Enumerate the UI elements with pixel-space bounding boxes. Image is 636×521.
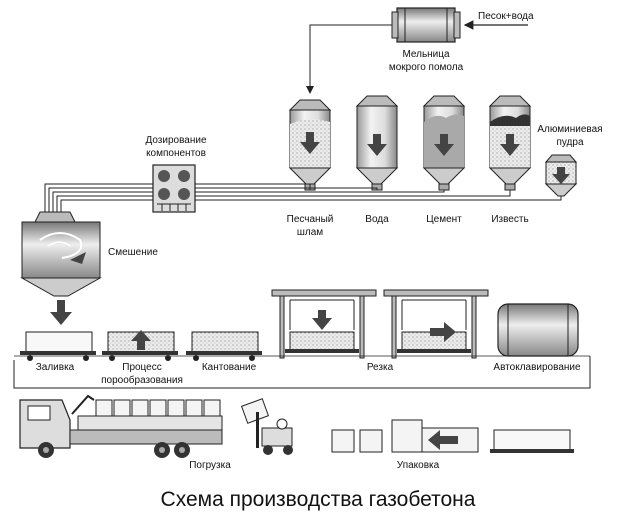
mixing-label: Смешение (108, 247, 158, 258)
cutting-label: Резка (367, 362, 394, 373)
cutting-station-2 (383, 289, 489, 359)
silo-lime (488, 95, 532, 191)
right-arrow-icon (430, 322, 456, 342)
cart-pore-formation (102, 330, 178, 361)
pouring-label: Заливка (36, 362, 75, 373)
silo-sand-slurry (288, 99, 332, 191)
cart-tilting (186, 331, 262, 361)
delivery-truck (19, 394, 223, 458)
supply-pipelines (44, 183, 562, 212)
silo-arrow-icon (300, 132, 320, 154)
dosing-label-line2: компонентов (146, 148, 206, 159)
silo-arrow-icon (434, 134, 454, 156)
packing-label: Упаковка (397, 460, 440, 471)
silo-water (355, 95, 399, 191)
autoclave (497, 303, 579, 357)
process-flow-line (13, 356, 591, 389)
diagram-title: Схема производства газобетона (161, 488, 476, 511)
silo-label-aluminum-2: пудра (556, 137, 583, 148)
mixer (20, 211, 102, 325)
autoclave-label: Автоклавирование (493, 362, 581, 373)
mill-label-line1: Мельница (402, 49, 450, 60)
mixer-arrow-icon (70, 252, 86, 264)
silo-label-lime: Известь (491, 214, 528, 225)
silo-label-sand-slurry-1: Песчаный (287, 214, 334, 225)
tilting-label: Кантование (202, 362, 257, 373)
silo-aluminum-powder (544, 154, 578, 197)
left-arrow-icon (428, 430, 458, 450)
loading-label: Погрузка (189, 460, 231, 471)
pore-label-line2: порообразования (101, 374, 183, 386)
mill-label-line2: мокрого помола (389, 62, 464, 73)
down-arrow-icon (312, 310, 332, 330)
mill-to-silo-line (306, 24, 392, 94)
forklift (240, 398, 293, 455)
pore-label-line1: Процесс (122, 362, 162, 373)
wet-grinding-mill (391, 7, 461, 43)
silo-arrow-icon (500, 134, 520, 156)
silo-label-aluminum-1: Алюминиевая (537, 124, 602, 135)
dosing-label-line1: Дозирование (145, 135, 206, 146)
up-arrow-icon (131, 330, 151, 350)
sand-water-label: Песок+вода (478, 11, 534, 22)
down-arrow-icon (50, 300, 72, 325)
packing-area (331, 419, 574, 453)
silo-label-sand-slurry-2: шлам (297, 227, 323, 238)
silo-arrow-icon (367, 134, 387, 156)
cutting-station-1 (271, 289, 377, 359)
silo-label-cement: Цемент (426, 214, 462, 225)
silo-label-water: Вода (365, 214, 389, 225)
silo-arrow-icon (552, 167, 570, 184)
cart-pouring (20, 331, 96, 361)
silo-cement (422, 95, 466, 191)
dosing-unit (152, 164, 196, 213)
